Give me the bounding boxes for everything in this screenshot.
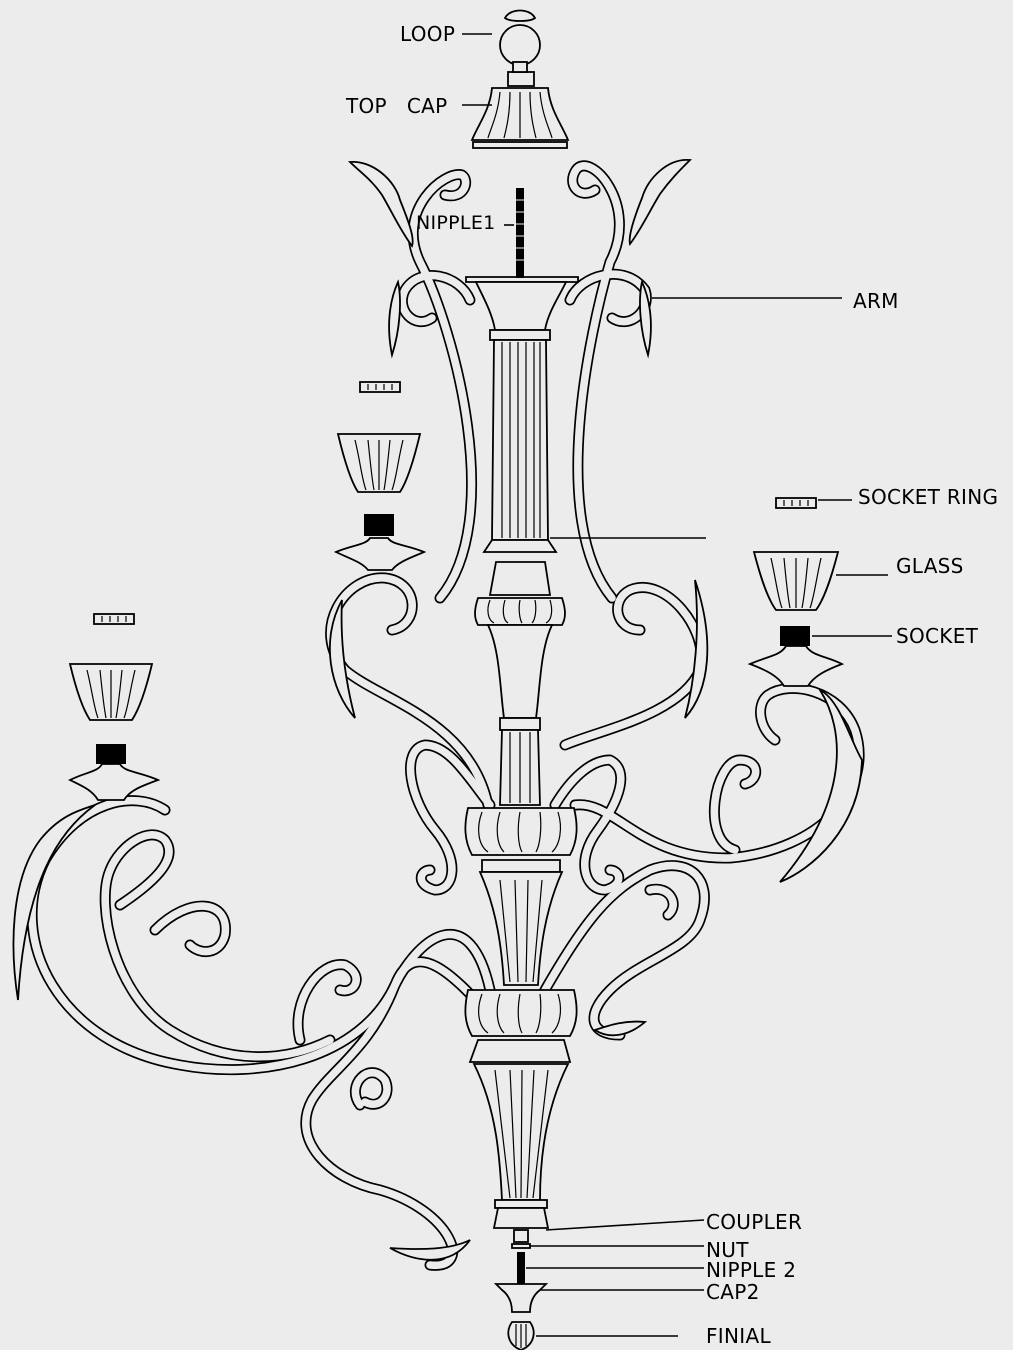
top-cap-flutes [487,91,553,139]
mid-vase [478,871,564,986]
lower-column-flutes [509,732,531,803]
bottom-vase-flutes [494,1069,549,1199]
upper-arm-left-inner [409,170,476,602]
label-loop: LOOP [400,22,456,46]
gadroon-2-lobes [478,811,562,853]
nipple1-part [516,188,524,278]
socket-part [364,514,394,536]
leaf-top-left [348,161,414,248]
upper-ring [489,329,551,341]
gadroon-1 [474,597,566,626]
mid-body [481,859,561,873]
leaf-right-lower [592,1020,648,1037]
leaf-top-right [628,159,692,247]
leaf-mid-right [684,579,709,719]
vase-neck [486,624,554,719]
leaf-left-socket [12,804,96,1001]
nut-base [511,1243,531,1249]
nipple2-part [517,1252,525,1284]
label-arm: ARM [853,289,899,313]
cap2-part [493,1283,549,1313]
left-arm-curl-2-inner [294,960,360,1044]
left-socket-arm-inner-inner [101,831,334,1061]
upper-arm-right-inner [568,162,624,602]
socket-assembly-left-upper [333,381,427,571]
left-arm-curl-2 [292,959,362,1046]
top-plate [465,276,579,283]
leaf-arm-right [639,279,652,359]
label-top-cap: TOP CAP [346,94,448,118]
gadroon-3 [464,989,578,1037]
loop-ball [499,24,541,66]
right-lower-curl-inner [646,885,677,919]
coupler-part [492,1207,550,1229]
socket-assembly-left-lower [67,613,161,801]
top-cap-neck [507,71,535,87]
bottom-left-curl-inner [351,1069,391,1109]
socket-assembly-right [747,497,845,687]
leaf-right-socket [779,687,863,883]
label-nipple1: NIPPLE1 [416,212,496,234]
column-flutes [501,342,541,538]
column-flare [482,539,558,553]
leaf-mid-left [329,599,356,719]
loop-stem [512,61,528,73]
center-scroll-right-inner [551,756,625,894]
nut-part [513,1229,529,1243]
central-column [464,9,579,1350]
left-arm-curl-1-inner [151,902,230,956]
lower-flare [468,1039,572,1063]
leaf-details [12,159,863,1261]
mid-arm-right-inner [561,583,706,749]
bottom-ring [494,1199,548,1209]
label-socket-ring: SOCKET RING [858,485,999,509]
label-cap2: CAP2 [706,1280,760,1304]
leader-coupler [545,1219,705,1231]
neck-ring [499,717,541,731]
socket-ring-part [359,381,401,393]
gadroon-2 [464,807,578,856]
arms-inner [28,162,863,1269]
finial-flutes [515,1324,527,1348]
label-coupler: COUPLER [706,1210,803,1234]
collar [488,561,552,596]
leader-lines [462,33,892,1337]
upper-arm-right [567,160,625,604]
label-glass: GLASS [896,554,964,578]
loop-top [503,9,537,22]
top-cap-base [472,141,568,149]
bottom-left-arm-inner [302,958,509,1269]
nipple1-threads [516,199,524,261]
left-socket-arm [26,795,496,1076]
gadroon-1-lobes [487,599,553,624]
label-nipple2: NIPPLE 2 [706,1258,797,1282]
mid-vase-flutes [499,879,543,983]
upper-arm-left-b-inner [398,271,474,326]
label-socket: SOCKET [896,624,979,648]
right-lower-arm-inner [541,861,709,1039]
label-finial: FINIAL [706,1324,771,1348]
upper-body [474,281,568,331]
leaf-arm-left [388,279,401,359]
center-scroll-left-inner [406,741,494,894]
right-socket-arm-curl-inner [710,756,760,854]
gadroon-3-lobes [478,993,562,1034]
leaf-bottom [389,1239,471,1261]
label-nut: NUT [706,1238,749,1262]
